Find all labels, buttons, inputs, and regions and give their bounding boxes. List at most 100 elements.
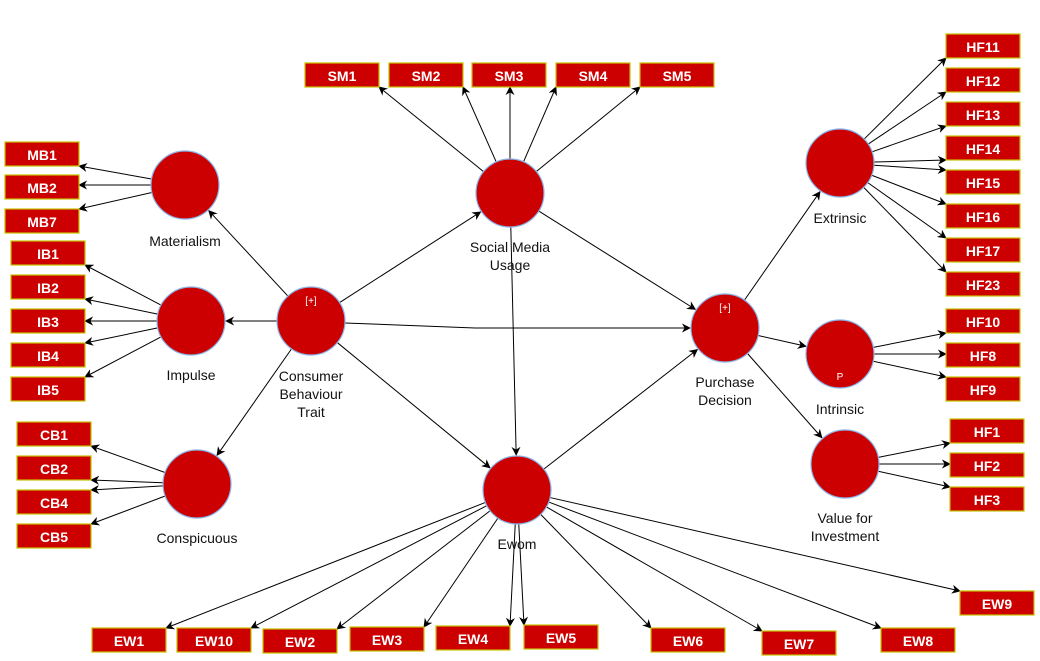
indicator-box[interactable] bbox=[10, 240, 86, 266]
indicator-hf23[interactable]: HF23 bbox=[945, 271, 1021, 297]
construct-circle[interactable] bbox=[475, 158, 545, 228]
indicator-hf11[interactable]: HF11 bbox=[945, 33, 1021, 59]
indicator-mb2[interactable]: MB2 bbox=[4, 174, 80, 200]
indicator-box[interactable] bbox=[945, 67, 1021, 93]
indicator-box[interactable] bbox=[945, 33, 1021, 59]
indicator-ew5[interactable]: EW5 bbox=[523, 624, 599, 650]
indicator-box[interactable] bbox=[650, 627, 726, 653]
indicator-ib2[interactable]: IB2 bbox=[10, 274, 86, 300]
indicator-cb1[interactable]: CB1 bbox=[16, 421, 92, 447]
indicator-ew2[interactable]: EW2 bbox=[262, 628, 338, 654]
indicator-box[interactable] bbox=[555, 62, 631, 88]
indicator-box[interactable] bbox=[945, 308, 1021, 334]
indicator-ew4[interactable]: EW4 bbox=[435, 625, 511, 651]
indicator-cb5[interactable]: CB5 bbox=[16, 523, 92, 549]
indicator-box[interactable] bbox=[4, 208, 80, 234]
indicator-box[interactable] bbox=[945, 135, 1021, 161]
indicator-sm1[interactable]: SM1 bbox=[304, 62, 380, 88]
indicator-ew8[interactable]: EW8 bbox=[880, 627, 956, 653]
indicator-box[interactable] bbox=[4, 174, 80, 200]
indicator-box[interactable] bbox=[349, 626, 425, 652]
indicator-box[interactable] bbox=[10, 376, 86, 402]
indicator-hf12[interactable]: HF12 bbox=[945, 67, 1021, 93]
indicator-box[interactable] bbox=[435, 625, 511, 651]
indicator-hf13[interactable]: HF13 bbox=[945, 101, 1021, 127]
indicator-ib3[interactable]: IB3 bbox=[10, 308, 86, 334]
construct-circle[interactable] bbox=[156, 286, 226, 356]
construct-circle[interactable] bbox=[810, 429, 880, 499]
indicator-ib4[interactable]: IB4 bbox=[10, 342, 86, 368]
construct-circle[interactable] bbox=[482, 455, 552, 525]
indicator-hf14[interactable]: HF14 bbox=[945, 135, 1021, 161]
construct-circle[interactable] bbox=[276, 286, 346, 356]
indicator-hf16[interactable]: HF16 bbox=[945, 203, 1021, 229]
indicator-box[interactable] bbox=[761, 630, 837, 656]
indicator-box[interactable] bbox=[945, 376, 1021, 402]
indicator-box[interactable] bbox=[10, 308, 86, 334]
indicator-box[interactable] bbox=[4, 141, 80, 167]
construct-conspicuous[interactable]: Conspicuous bbox=[157, 449, 238, 546]
indicator-box[interactable] bbox=[959, 590, 1035, 616]
indicator-hf17[interactable]: HF17 bbox=[945, 237, 1021, 263]
indicator-sm4[interactable]: SM4 bbox=[555, 62, 631, 88]
indicator-ew7[interactable]: EW7 bbox=[761, 630, 837, 656]
indicator-box[interactable] bbox=[16, 421, 92, 447]
indicator-box[interactable] bbox=[949, 452, 1025, 478]
construct-circle[interactable] bbox=[690, 293, 760, 363]
indicator-ew1[interactable]: EW1 bbox=[91, 627, 167, 653]
construct-extrinsic[interactable]: Extrinsic bbox=[805, 128, 875, 226]
indicator-ib5[interactable]: IB5 bbox=[10, 376, 86, 402]
indicator-box[interactable] bbox=[304, 62, 380, 88]
indicator-box[interactable] bbox=[945, 342, 1021, 368]
indicator-box[interactable] bbox=[176, 627, 252, 653]
indicator-box[interactable] bbox=[16, 455, 92, 481]
construct-circle[interactable] bbox=[805, 319, 875, 389]
indicator-box[interactable] bbox=[949, 486, 1025, 512]
indicator-sm2[interactable]: SM2 bbox=[388, 62, 464, 88]
indicator-box[interactable] bbox=[523, 624, 599, 650]
indicator-cb2[interactable]: CB2 bbox=[16, 455, 92, 481]
indicator-box[interactable] bbox=[262, 628, 338, 654]
indicator-ew9[interactable]: EW9 bbox=[959, 590, 1035, 616]
indicator-hf3[interactable]: HF3 bbox=[949, 486, 1025, 512]
construct-materialism[interactable]: Materialism bbox=[149, 150, 221, 249]
construct-circle[interactable] bbox=[805, 128, 875, 198]
indicator-ib1[interactable]: IB1 bbox=[10, 240, 86, 266]
indicator-box[interactable] bbox=[639, 62, 715, 88]
construct-circle[interactable] bbox=[150, 150, 220, 220]
indicator-box[interactable] bbox=[945, 169, 1021, 195]
indicator-hf10[interactable]: HF10 bbox=[945, 308, 1021, 334]
construct-impulse[interactable]: Impulse bbox=[156, 286, 226, 383]
indicator-box[interactable] bbox=[16, 523, 92, 549]
indicator-sm5[interactable]: SM5 bbox=[639, 62, 715, 88]
indicator-box[interactable] bbox=[880, 627, 956, 653]
indicator-cb4[interactable]: CB4 bbox=[16, 489, 92, 515]
indicator-hf1[interactable]: HF1 bbox=[949, 418, 1025, 444]
indicator-hf15[interactable]: HF15 bbox=[945, 169, 1021, 195]
indicator-box[interactable] bbox=[16, 489, 92, 515]
indicator-box[interactable] bbox=[10, 274, 86, 300]
indicator-ew10[interactable]: EW10 bbox=[176, 627, 252, 653]
indicator-box[interactable] bbox=[945, 271, 1021, 297]
indicator-box[interactable] bbox=[388, 62, 464, 88]
indicator-box[interactable] bbox=[91, 627, 167, 653]
indicator-box[interactable] bbox=[471, 62, 547, 88]
indicator-sm3[interactable]: SM3 bbox=[471, 62, 547, 88]
indicator-box[interactable] bbox=[949, 418, 1025, 444]
indicator-hf8[interactable]: HF8 bbox=[945, 342, 1021, 368]
indicator-ew3[interactable]: EW3 bbox=[349, 626, 425, 652]
indicator-box[interactable] bbox=[945, 203, 1021, 229]
indicator-box[interactable] bbox=[945, 101, 1021, 127]
indicator-hf9[interactable]: HF9 bbox=[945, 376, 1021, 402]
indicator-ew6[interactable]: EW6 bbox=[650, 627, 726, 653]
construct-circle[interactable] bbox=[162, 449, 232, 519]
indicator-box[interactable] bbox=[945, 237, 1021, 263]
construct-ewom[interactable]: Ewom bbox=[482, 455, 552, 552]
indicator-hf2[interactable]: HF2 bbox=[949, 452, 1025, 478]
indicator-mb1[interactable]: MB1 bbox=[4, 141, 80, 167]
